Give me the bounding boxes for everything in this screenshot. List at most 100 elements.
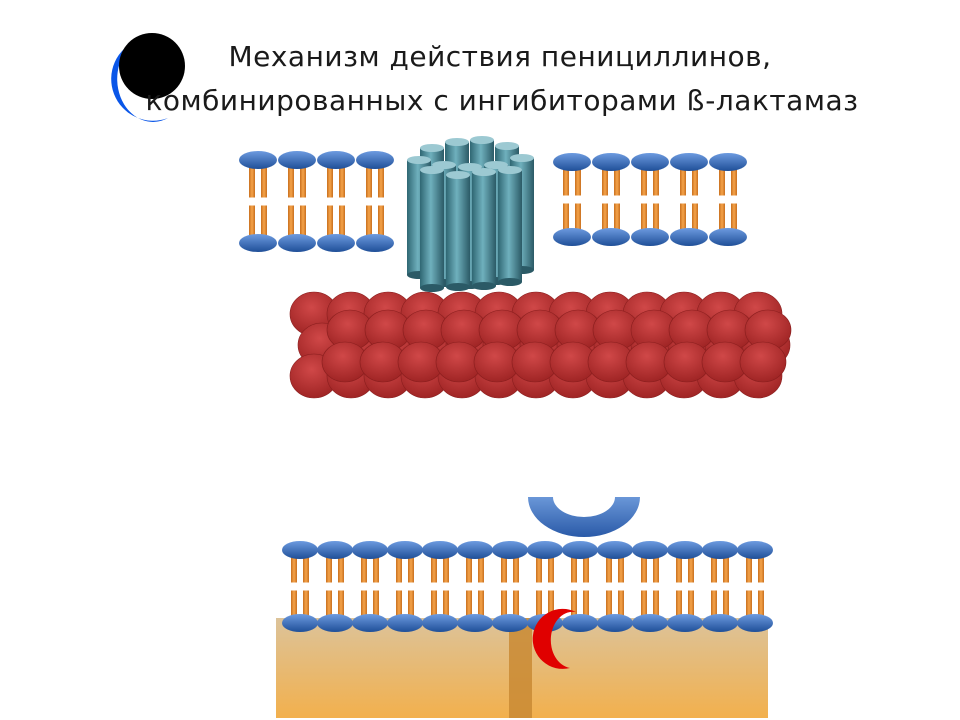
lipid-tail (249, 164, 255, 198)
lipid-head (278, 234, 316, 252)
lipid-tail (513, 590, 519, 619)
lipid-head (492, 614, 528, 632)
lipid-tail (536, 590, 542, 619)
lipid-tail (719, 203, 725, 233)
lipid-tail (688, 554, 694, 583)
lipid-tail (692, 203, 698, 233)
lipid-head (492, 541, 528, 559)
lipid-head (709, 153, 747, 171)
lipid-head (562, 541, 598, 559)
lipid-head (737, 541, 773, 559)
lipid-head (597, 541, 633, 559)
inhibitor-crescent-icon (532, 608, 576, 669)
lipid-tail (396, 554, 402, 583)
lipid-tail (378, 164, 384, 198)
lipid-tail (688, 590, 694, 619)
lipid-tail (303, 590, 309, 619)
lipid-head (702, 541, 738, 559)
lipid-tail (326, 590, 332, 619)
title-line-1: Механизм действия пенициллинов, (228, 40, 772, 73)
lipid-head (239, 151, 277, 169)
lipid-tail (249, 205, 255, 239)
lipid-head (562, 614, 598, 632)
lipid-tail (746, 590, 752, 619)
lipid-head (737, 614, 773, 632)
lipid-head (422, 614, 458, 632)
phospholipid-pair (317, 541, 353, 632)
lipid-head (457, 541, 493, 559)
lipid-tail (602, 203, 608, 233)
lipid-tail (478, 554, 484, 583)
lipid-head (632, 541, 668, 559)
lipid-tail (339, 164, 345, 198)
lipid-tail (478, 590, 484, 619)
lipid-head (592, 228, 630, 246)
lipid-head (631, 228, 669, 246)
lipid-tail (563, 166, 569, 196)
phospholipid-pair (553, 153, 591, 246)
lipid-tail (571, 590, 577, 619)
lipid-tail (575, 166, 581, 196)
cylinder-top (407, 156, 431, 164)
lipid-tail (676, 554, 682, 583)
lipid-tail (758, 554, 764, 583)
lipid-tail (327, 205, 333, 239)
lipid-head (702, 614, 738, 632)
lipid-tail (571, 554, 577, 583)
lipid-head (317, 151, 355, 169)
porin-cylinder (498, 166, 522, 286)
lipid-tail (606, 554, 612, 583)
lipid-head (527, 541, 563, 559)
lipid-tail (327, 164, 333, 198)
lipid-tail (731, 203, 737, 233)
lipid-tail (680, 166, 686, 196)
lipid-head (667, 541, 703, 559)
lipid-tail (618, 554, 624, 583)
lipid-tail (261, 205, 267, 239)
lipid-tail (575, 203, 581, 233)
lipid-tail (373, 590, 379, 619)
lipid-tail (641, 166, 647, 196)
phospholipid-pair (709, 153, 747, 246)
phospholipid-pair (457, 541, 493, 632)
cylinder-bottom (498, 278, 522, 286)
lipid-tail (692, 166, 698, 196)
lipid-tail (501, 554, 507, 583)
lipid-tail (614, 203, 620, 233)
phospholipid-pair (737, 541, 773, 632)
lipid-tail (431, 554, 437, 583)
lipid-tail (288, 205, 294, 239)
lipid-tail (746, 554, 752, 583)
lipid-head (670, 153, 708, 171)
lipid-head (387, 541, 423, 559)
lipid-tail (326, 554, 332, 583)
cylinder-top (495, 142, 519, 150)
lipid-tail (361, 590, 367, 619)
lipid-tail (723, 554, 729, 583)
phospholipid-pair (387, 541, 423, 632)
lipid-tail (614, 166, 620, 196)
lipid-head (709, 228, 747, 246)
lipid-head (356, 151, 394, 169)
cylinder-top (446, 171, 470, 179)
lipid-head (282, 614, 318, 632)
cylinder-top (510, 154, 534, 162)
lipid-tail (366, 205, 372, 239)
lipid-tail (606, 590, 612, 619)
lipid-head (352, 541, 388, 559)
lipid-head (553, 228, 591, 246)
lipid-head (670, 228, 708, 246)
phospholipid-pair (492, 541, 528, 632)
lipid-tail (719, 166, 725, 196)
lipid-tail (466, 554, 472, 583)
lipid-tail (536, 554, 542, 583)
lipid-tail (618, 590, 624, 619)
cylinder-bottom (446, 283, 470, 291)
lipid-tail (443, 590, 449, 619)
phospholipid-pair (278, 151, 316, 252)
lipid-head (553, 153, 591, 171)
cylinder-top (484, 161, 508, 169)
cylinder-body (446, 175, 470, 287)
cylinder-top (420, 144, 444, 152)
lipid-tail (291, 554, 297, 583)
